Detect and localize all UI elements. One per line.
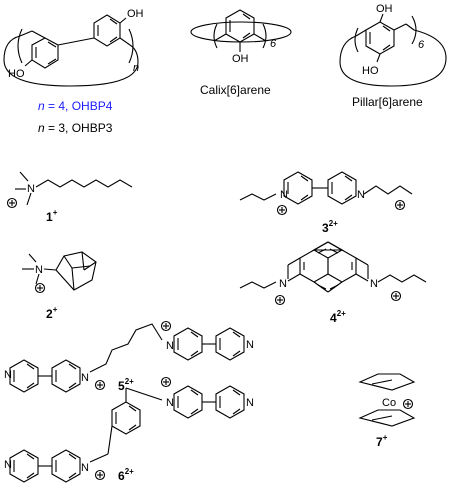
ohbp3-label: n = 3, OHBP3 (38, 121, 113, 135)
compound-6-structure: N N N N (4, 376, 254, 483)
compound-6-xylyl-ring (111, 401, 141, 435)
compound-5-charge-left-icon (94, 379, 106, 391)
compound-4-n-right: N (370, 278, 378, 290)
compound-1-n-atom: N (27, 183, 35, 195)
ohbp-repeat-n: n (133, 62, 139, 74)
pillar-ho-label: HO (362, 65, 379, 77)
compound-3-left-ring (283, 171, 313, 205)
compound-6-n-right: N (166, 397, 174, 409)
ohbp-macrocycle-loop (3, 35, 139, 87)
ohbp-structure: OH HO n (3, 8, 144, 87)
pillar-macrocycle-loop (339, 29, 447, 87)
compound-5-structure: N N N N (4, 320, 254, 393)
compound-5-n-left: N (81, 372, 89, 384)
compound-1-charge-icon (6, 197, 18, 209)
compound-6-ring-3 (173, 385, 203, 419)
compound-5-charge-right-icon (160, 320, 172, 332)
compound-4-structure: N N (239, 241, 427, 306)
compound-6-charge-right-icon (160, 376, 172, 388)
compound-2-adamantane-cage (55, 251, 97, 291)
compound-7-top-cp-ring (358, 373, 416, 391)
compound-7-charge-icon (402, 398, 414, 410)
calix-repeat-6: 6 (270, 38, 277, 50)
compound-2-label: 2+ (46, 305, 58, 321)
compound-3-charge-right-icon (394, 199, 406, 211)
calix-macrocycle-ellipse (190, 21, 292, 43)
compound-5-ring-3 (173, 327, 203, 361)
compound-4-charge-left-icon (274, 294, 286, 306)
compound-2-charge-icon (34, 282, 46, 294)
compound-1-structure: N (6, 171, 133, 209)
compound-3-right-ring (327, 171, 357, 205)
compound-3-structure: N N (239, 171, 413, 216)
compound-1-label: 1+ (46, 208, 58, 224)
pillararene-name: Pillar[6]arene (352, 95, 423, 109)
pillar-repeat-6: 6 (418, 39, 425, 51)
compound-4-label: 42+ (330, 309, 346, 325)
compound-4-n-left: N (279, 278, 287, 290)
compound-5-ring-1 (9, 359, 39, 393)
compound-6-ring-1 (9, 449, 39, 483)
compound-5-ring-2 (51, 359, 81, 393)
compound-2-structure: N (22, 251, 97, 294)
ohbp-right-bracket (128, 28, 134, 64)
pillararene-structure: OH HO 6 (339, 3, 447, 87)
compound-7-bottom-cp-ring (358, 409, 416, 427)
compound-4-charge-right-icon (390, 290, 402, 302)
compound-6-n-terminal-left: N (4, 459, 12, 471)
compound-5-butyl-bridge (89, 323, 163, 373)
ohbp-left-bracket (17, 28, 23, 64)
compound-3-label: 32+ (322, 219, 338, 235)
compound-5-n-terminal-right: N (246, 339, 254, 351)
compound-3-n-right: N (357, 189, 365, 201)
calixarene-name: Calix[6]arene (200, 83, 271, 97)
calixarene-structure: 6 OH (190, 9, 292, 65)
calix-oh-label: OH (232, 53, 249, 65)
compound-4-left-butyl (239, 281, 277, 289)
compound-5-n-terminal-left: N (4, 369, 12, 381)
compound-6-n-terminal-right: N (246, 397, 254, 409)
compound-2-n-atom: N (35, 264, 43, 276)
compound-5-ring-4 (215, 327, 245, 361)
compound-3-left-butyl (239, 193, 277, 201)
compound-6-n-left: N (81, 462, 89, 474)
compound-6-charge-left-icon (94, 469, 106, 481)
compound-7-label: 7+ (376, 433, 388, 449)
calix-right-bracket (262, 23, 267, 49)
compound-3-charge-left-icon (276, 204, 288, 216)
ohbp-ho-label: HO (8, 68, 25, 80)
compound-6-label: 62+ (118, 467, 134, 483)
pillar-left-bracket (354, 27, 359, 53)
compound-5-label: 52+ (118, 377, 134, 393)
compound-7-co-atom: Co (382, 397, 396, 409)
pillar-oh-label: OH (376, 3, 393, 15)
compound-1-octyl-chain (35, 179, 133, 188)
compound-6-ring-2 (51, 449, 81, 483)
compound-5-n-right: N (166, 340, 174, 352)
calix-left-bracket (213, 23, 218, 49)
ohbp-oh-label: OH (127, 8, 144, 20)
compound-6-ring-4 (215, 385, 245, 419)
compound-4-right-butyl (377, 274, 427, 283)
ohbp4-label: n = 4, OHBP4 (38, 99, 113, 113)
compound-3-right-butyl (363, 185, 413, 195)
compound-4-pyrene-core (287, 241, 369, 293)
compound-7-structure: Co (358, 373, 416, 427)
